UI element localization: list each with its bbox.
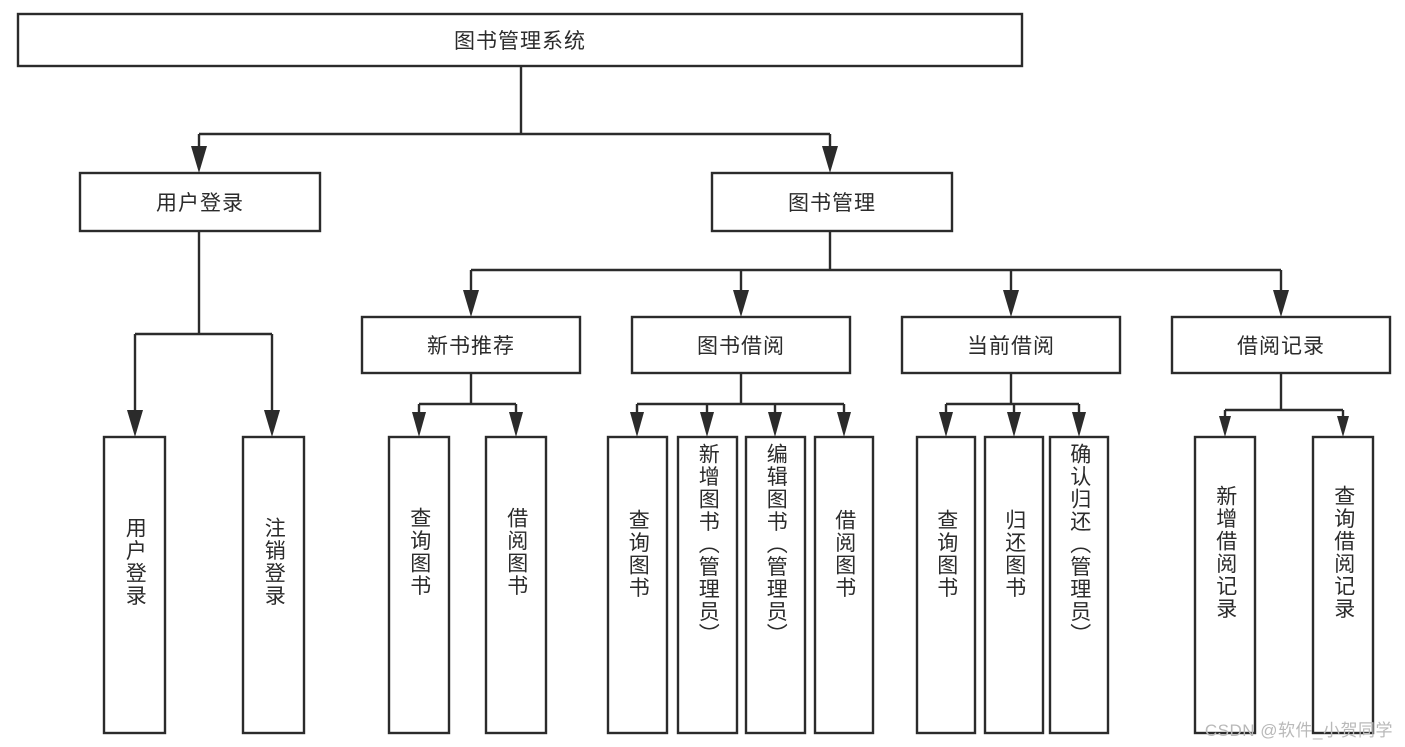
node-box-user-login[interactable]: [78, 171, 322, 233]
node-box-leaf-query-book-3[interactable]: [915, 435, 977, 735]
node-box-book-management[interactable]: [710, 171, 954, 233]
node-box-leaf-add-book[interactable]: [676, 435, 739, 735]
arrowhead-leaf-add-book: [700, 412, 714, 437]
node-box-current-borrow[interactable]: [900, 315, 1122, 375]
arrowhead-book-management: [822, 146, 838, 173]
node-box-leaf-return-book[interactable]: [983, 435, 1045, 735]
node-box-leaf-add-record[interactable]: [1193, 435, 1257, 735]
node-box-new-book-recommend[interactable]: [360, 315, 582, 375]
node-box-leaf-confirm-return[interactable]: [1048, 435, 1110, 735]
arrowhead-user-login: [191, 146, 207, 173]
arrowhead-leaf-user-login: [127, 410, 143, 437]
arrowhead-book-borrow: [733, 290, 749, 317]
arrowhead-current-borrow: [1003, 290, 1019, 317]
arrowhead-leaf-query-book-2: [630, 412, 644, 437]
arrowhead-leaf-edit-book: [768, 412, 782, 437]
arrowhead-new-book-recommend: [463, 290, 479, 317]
node-box-leaf-query-book-2[interactable]: [606, 435, 669, 735]
arrowhead-leaf-logout-login: [264, 410, 280, 437]
node-box-leaf-logout-login[interactable]: [241, 435, 306, 735]
arrowhead-leaf-borrow-book-1: [509, 412, 523, 437]
node-box-leaf-borrow-book-2[interactable]: [813, 435, 875, 735]
node-box-book-borrow[interactable]: [630, 315, 852, 375]
arrowhead-leaf-query-book-1: [412, 412, 426, 437]
node-box-leaf-query-book-1[interactable]: [387, 435, 451, 735]
arrowhead-borrow-record: [1273, 290, 1289, 317]
arrowhead-leaf-add-record: [1219, 416, 1231, 437]
node-box-root[interactable]: [16, 12, 1024, 68]
arrowhead-leaf-query-record: [1337, 416, 1349, 437]
node-box-leaf-query-record[interactable]: [1311, 435, 1375, 735]
node-box-leaf-borrow-book-1[interactable]: [484, 435, 548, 735]
node-box-leaf-edit-book[interactable]: [744, 435, 807, 735]
arrowhead-leaf-borrow-book-2: [837, 412, 851, 437]
arrowhead-leaf-return-book: [1007, 412, 1021, 437]
node-box-borrow-record[interactable]: [1170, 315, 1392, 375]
arrowhead-leaf-confirm-return: [1072, 412, 1086, 437]
arrowhead-leaf-query-book-3: [939, 412, 953, 437]
node-box-leaf-user-login[interactable]: [102, 435, 167, 735]
